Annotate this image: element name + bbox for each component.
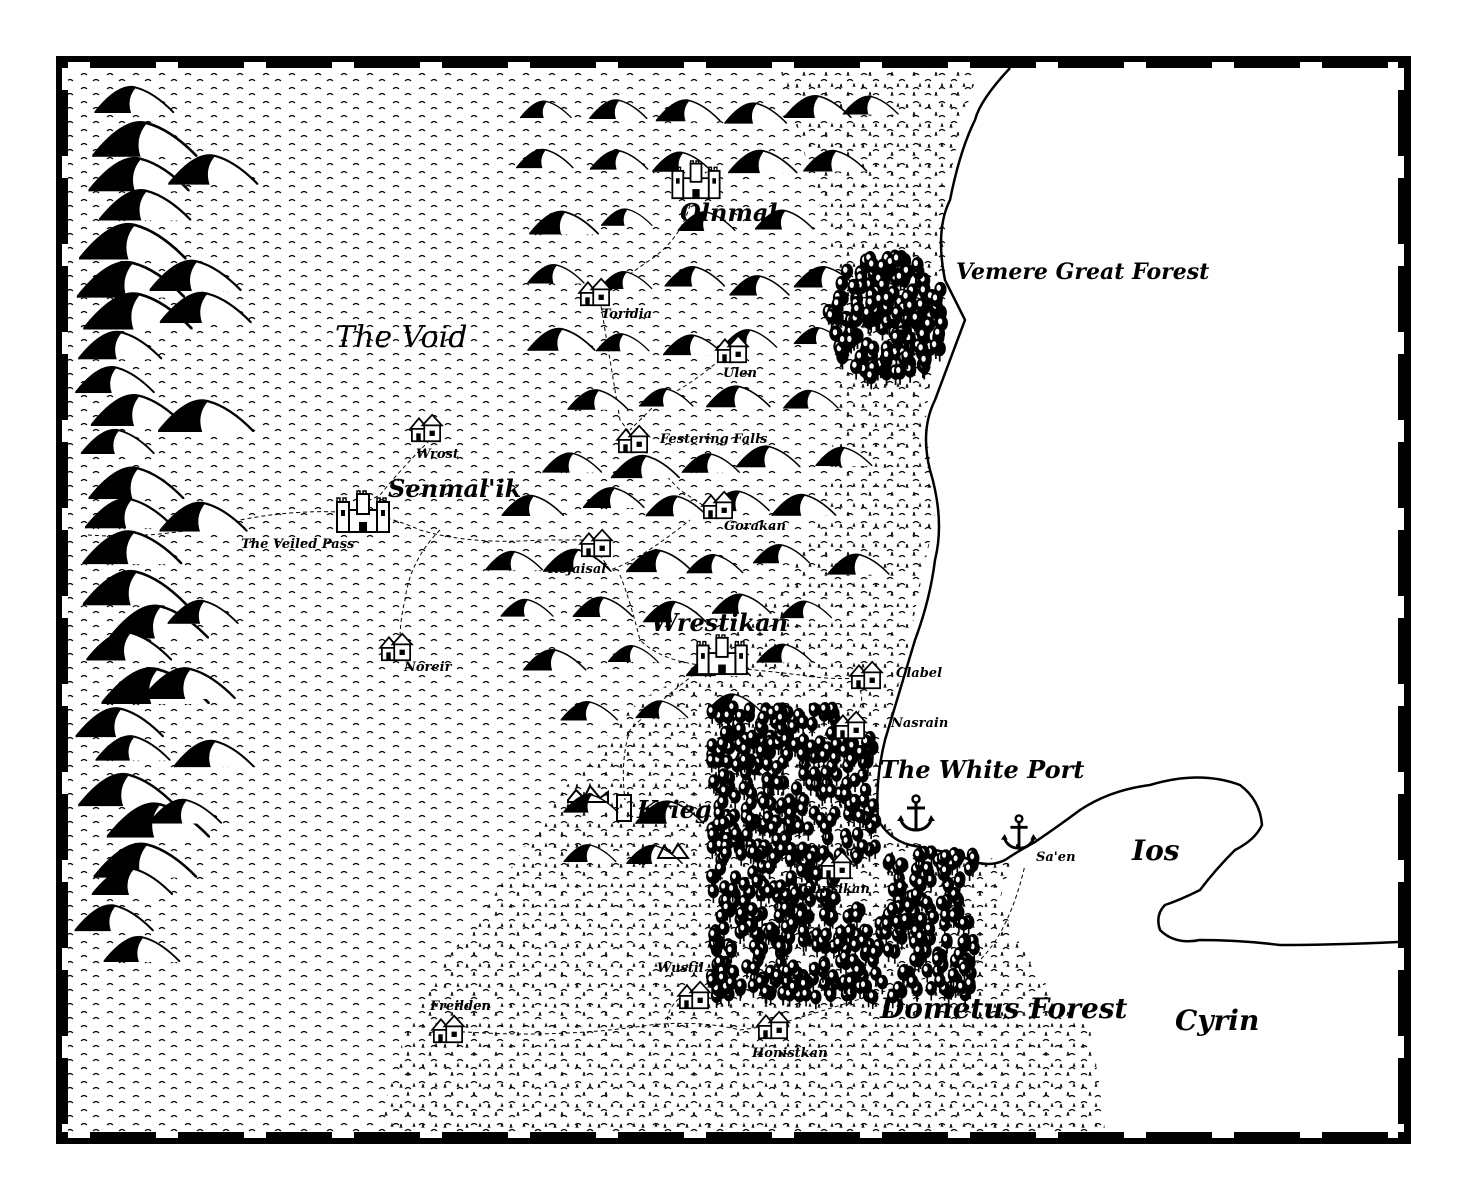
town-label-gorakan: Gorakan [724, 519, 786, 534]
region-label-the-void: The Void [335, 320, 467, 355]
ruins-icon [567, 784, 690, 859]
town-label-wrost: Wrost [416, 447, 459, 462]
city-label-wrestikan: Wrestikan [651, 608, 788, 637]
city-label-senmalik: Senmal'ik [388, 474, 521, 503]
city-label-krieg: Krieg [636, 795, 712, 824]
town-label-clabel: Clabel [896, 666, 942, 681]
town-label-festering-falls: Festering Falls [659, 432, 768, 447]
town-label-noreir: Noreir [403, 660, 453, 675]
frame-checker [62, 62, 1404, 1138]
land-label-cyrin: Cyrin [1175, 1004, 1259, 1037]
town-label-freilden: Freilden [429, 999, 491, 1014]
port-label-the-white-port: The White Port [880, 755, 1084, 784]
town-label-the-veiled-pass: The Veiled Pass [241, 537, 355, 552]
coastline [876, 68, 1398, 947]
town-label-tounsikan: Tounsikan [795, 882, 870, 897]
town-label-wustil: Wustil [657, 961, 704, 976]
town-label-saen: Sa'en [1036, 850, 1076, 865]
land-label-ios: Ios [1131, 834, 1180, 867]
town-label-ulen: Ulen [723, 366, 757, 381]
town-label-honistkan: Honistkan [751, 1046, 828, 1061]
forest-label-vemere: Vemere Great Forest [956, 259, 1209, 285]
forest-label-dometus: Dometus Forest [879, 992, 1128, 1025]
town-label-rojaisal: Rojaisal [547, 562, 606, 577]
town-label-toridia: Toridia [601, 307, 652, 322]
town-label-nasrain: Nasrain [890, 716, 948, 731]
city-label-olnmal: Olnmal [680, 198, 778, 227]
